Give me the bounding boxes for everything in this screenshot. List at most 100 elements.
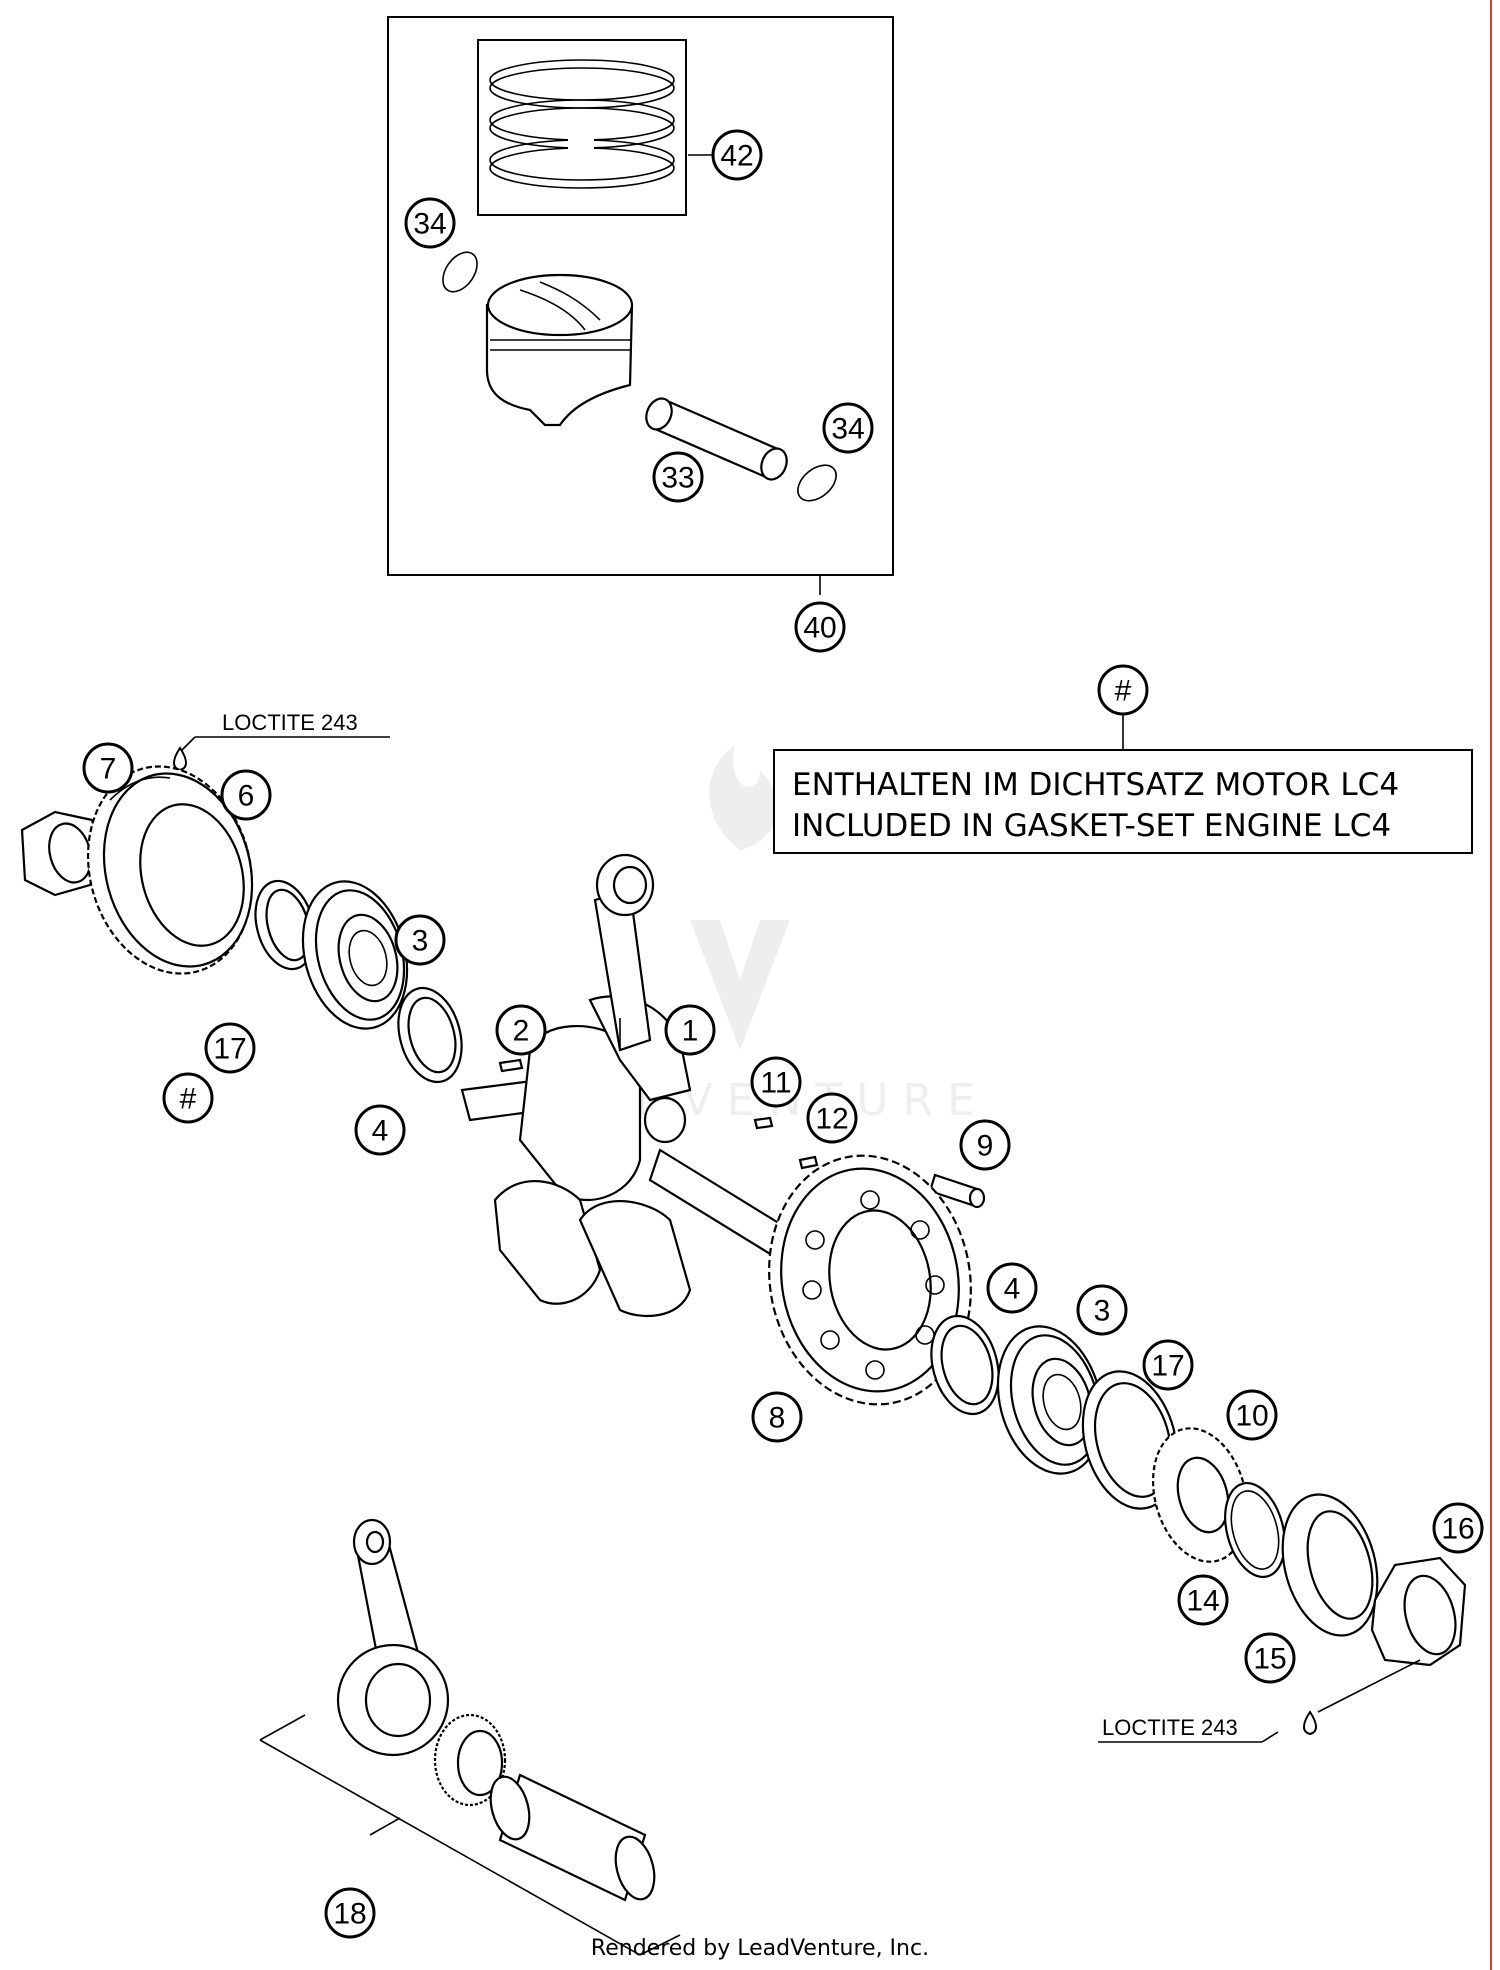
circlip-right (797, 464, 837, 502)
callout-circle (495, 1004, 547, 1056)
callout-c4b: 4 (986, 1262, 1038, 1314)
callout-chash1: # (162, 1072, 214, 1124)
callout-label: 4 (1004, 1273, 1021, 1306)
loctite-drop-top-icon (173, 746, 187, 772)
callout-circle (1097, 664, 1149, 716)
callout-c34b: 34 (822, 402, 874, 454)
callout-c17a: 17 (204, 1022, 256, 1074)
callout-label: 7 (100, 753, 117, 786)
loctite-top: LOCTITE 243 (94, 710, 390, 841)
callout-label: 42 (720, 140, 753, 173)
circlip-left (442, 251, 478, 293)
callout-label: 15 (1253, 1643, 1286, 1676)
callout-circle (986, 1262, 1038, 1314)
callout-c12: 12 (806, 1092, 858, 1144)
shim-4-right (930, 1314, 1000, 1416)
callout-label: 2 (513, 1015, 530, 1048)
shim-4-left (397, 986, 463, 1084)
callout-label: 34 (831, 413, 864, 446)
callout-label: 4 (372, 1115, 389, 1148)
callout-c34a: 34 (404, 197, 456, 249)
seal-ring-17-left (254, 879, 316, 971)
callout-circle (220, 769, 272, 821)
callout-circle (1432, 1502, 1484, 1554)
callout-c3b: 3 (1076, 1284, 1128, 1336)
gasket-note-box (773, 749, 1473, 854)
loctite-top-label: LOCTITE 243 (222, 710, 358, 735)
callout-c4a: 4 (354, 1104, 406, 1156)
callout-circle (1177, 1574, 1229, 1626)
callout-c3a: 3 (394, 914, 446, 966)
callout-label: 10 (1235, 1400, 1268, 1433)
callout-label: 3 (1094, 1295, 1111, 1328)
callout-circle (750, 1056, 802, 1108)
callout-c1: 1 (664, 1004, 716, 1056)
callout-circle (711, 129, 763, 181)
callout-chash2: # (1097, 664, 1149, 716)
piston-rings (489, 59, 675, 189)
callout-label: 17 (213, 1033, 246, 1066)
nut-16 (1370, 1556, 1467, 1667)
callout-label: # (1115, 675, 1132, 708)
callout-circle (1226, 1389, 1278, 1441)
bearing-3-left (301, 880, 409, 1030)
callout-label: 14 (1186, 1585, 1219, 1618)
gear-6 (86, 765, 254, 975)
callout-c9: 9 (959, 1119, 1011, 1171)
piston-rings-box (477, 39, 687, 216)
callout-circle (794, 601, 846, 653)
callout-label: 33 (661, 462, 694, 495)
crankshaft-1 (460, 853, 798, 1318)
callout-label: 12 (815, 1103, 848, 1136)
loctite-drop-bottom-icon (1303, 1710, 1317, 1736)
callout-label: 34 (413, 208, 446, 241)
gasket-note-line1: ENTHALTEN IM DICHTSATZ MOTOR LC4 (792, 767, 1399, 803)
callout-c15: 15 (1244, 1632, 1296, 1684)
callout-label: 6 (238, 780, 255, 813)
callout-circle (751, 1391, 803, 1443)
callout-c8: 8 (751, 1391, 803, 1443)
callout-circle (204, 1022, 256, 1074)
callout-circle (394, 914, 446, 966)
callout-label: # (180, 1083, 197, 1116)
callout-circle (162, 1072, 214, 1124)
callout-label: 11 (760, 1067, 791, 1100)
callout-label: 8 (769, 1402, 786, 1435)
callout-label: 3 (412, 925, 429, 958)
gasket-note: ENTHALTEN IM DICHTSATZ MOTOR LC4 INCLUDE… (773, 715, 1473, 854)
callout-c6: 6 (220, 769, 272, 821)
callout-circle (324, 1887, 376, 1939)
piston-kit-group (387, 16, 894, 595)
callout-circle (1244, 1632, 1296, 1684)
callout-c42: 42 (711, 129, 763, 181)
callout-c17b: 17 (1142, 1339, 1194, 1391)
loctite-bottom-label: LOCTITE 243 (1102, 1715, 1238, 1740)
callout-circle (959, 1119, 1011, 1171)
gasket-note-line2: INCLUDED IN GASKET-SET ENGINE LC4 (792, 808, 1391, 844)
callout-label: 16 (1441, 1513, 1474, 1546)
callout-c2: 2 (495, 1004, 547, 1056)
callout-c18: 18 (324, 1887, 376, 1939)
callout-c16: 16 (1432, 1502, 1484, 1554)
gear-8 (768, 1154, 972, 1406)
piston-kit-box (387, 16, 894, 576)
key-11 (753, 1116, 774, 1130)
callout-circle (652, 451, 704, 503)
key-2 (498, 1058, 524, 1073)
callout-circle (404, 197, 456, 249)
key-12 (798, 1155, 819, 1170)
callout-circle (1142, 1339, 1194, 1391)
callout-circle (822, 402, 874, 454)
dowel-pin-9 (928, 1173, 986, 1209)
footer-credit: Rendered by LeadVenture, Inc. (591, 1936, 929, 1961)
callout-label: 18 (333, 1898, 366, 1931)
callout-label: 1 (682, 1015, 699, 1048)
callout-circle (664, 1004, 716, 1056)
callout-c14: 14 (1177, 1574, 1229, 1626)
callout-c7: 7 (82, 742, 134, 794)
piston-pin (645, 397, 788, 481)
callout-c11: 11 (750, 1056, 802, 1108)
nut-7 (20, 810, 104, 897)
